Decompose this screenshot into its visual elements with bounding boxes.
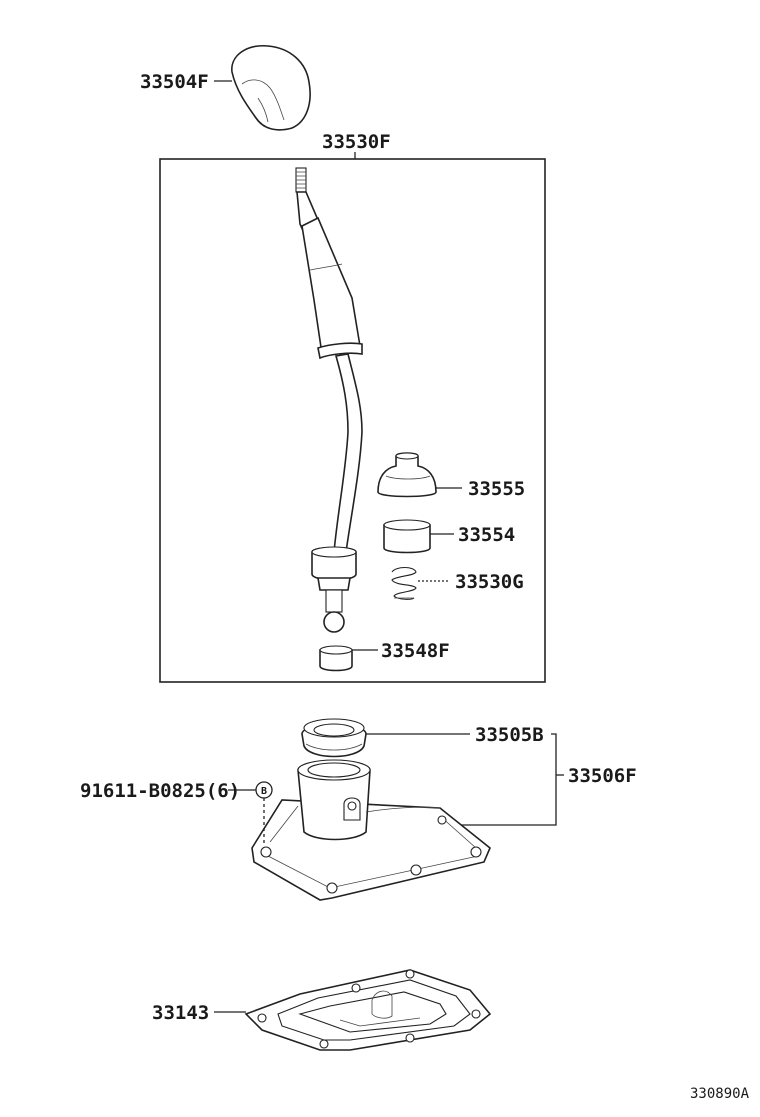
label-cover: 33143 bbox=[152, 1002, 209, 1024]
retainer-ring bbox=[301, 718, 367, 758]
bolt-marker-letter: B bbox=[261, 786, 267, 797]
boot bbox=[377, 452, 437, 498]
lever-assy-frame bbox=[159, 158, 546, 683]
label-boot: 33555 bbox=[468, 478, 525, 500]
label-lever-assy: 33530F bbox=[322, 131, 391, 153]
housing-bracket bbox=[442, 733, 557, 826]
label-housing-assy: 33506F bbox=[568, 765, 637, 787]
bushing bbox=[383, 519, 431, 554]
figure-id: 330890A bbox=[690, 1086, 750, 1102]
spring bbox=[391, 566, 417, 600]
label-knob: 33504F bbox=[140, 71, 209, 93]
shift-knob bbox=[231, 45, 311, 131]
cover-plate bbox=[244, 969, 492, 1051]
label-spring: 33530G bbox=[455, 571, 524, 593]
label-retainer: 33505B bbox=[475, 724, 544, 746]
seat bbox=[319, 645, 353, 672]
label-seat: 33548F bbox=[381, 640, 450, 662]
label-bushing: 33554 bbox=[458, 524, 515, 546]
shift-lever bbox=[295, 167, 363, 633]
lever-housing bbox=[251, 759, 491, 901]
label-bolt: 91611-B0825(6) bbox=[80, 780, 240, 802]
